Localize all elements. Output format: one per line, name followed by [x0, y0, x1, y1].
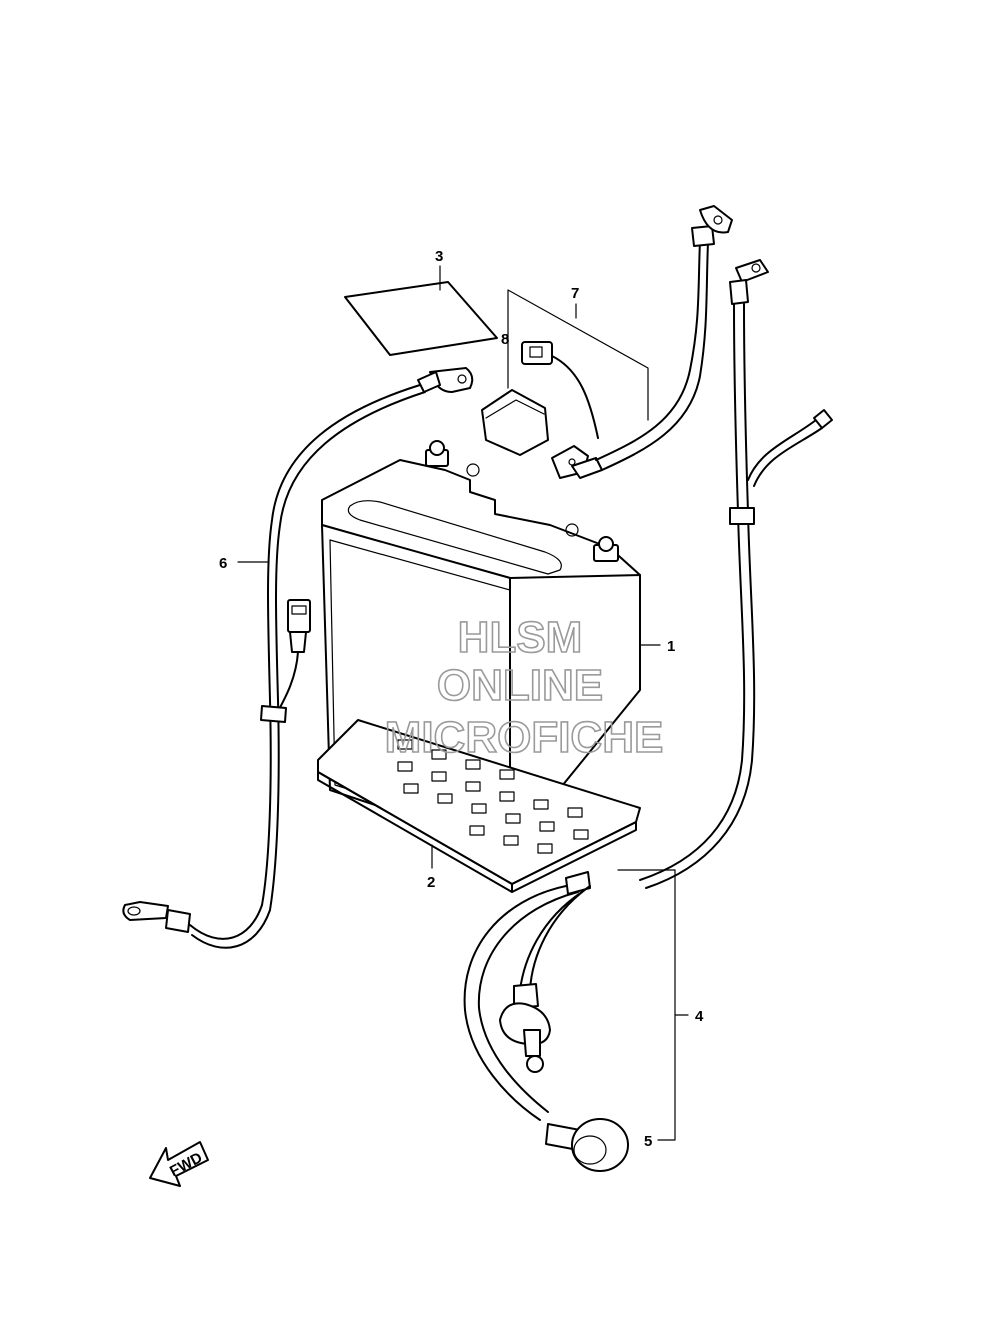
- callout-2[interactable]: 2: [427, 874, 435, 891]
- negative-cable-part: [122, 367, 474, 949]
- label-sheet-part: [344, 281, 498, 356]
- callout-leaders: [237, 265, 689, 1141]
- callout-5[interactable]: 5: [644, 1133, 652, 1150]
- watermark-line-2: ONLINE: [437, 661, 603, 710]
- callout-3[interactable]: 3: [435, 248, 443, 265]
- callout-4[interactable]: 4: [695, 1008, 704, 1025]
- positive-cable-part: [481, 205, 733, 479]
- watermark: HLSM ONLINE MICROFICHE: [384, 612, 664, 763]
- callout-6[interactable]: 6: [219, 555, 227, 572]
- cable-4-part: [463, 871, 591, 1121]
- watermark-line-3: MICROFICHE: [385, 713, 664, 762]
- long-cable-part: [639, 259, 833, 889]
- callout-7[interactable]: 7: [571, 285, 579, 302]
- callout-8[interactable]: 8: [501, 331, 509, 348]
- cap-5-part: [545, 1118, 629, 1172]
- forward-arrow-icon: FWD: [149, 1141, 209, 1187]
- watermark-line-1: HLSM: [458, 613, 583, 662]
- battery-tray-part: [317, 719, 641, 893]
- callout-1[interactable]: 1: [667, 638, 675, 655]
